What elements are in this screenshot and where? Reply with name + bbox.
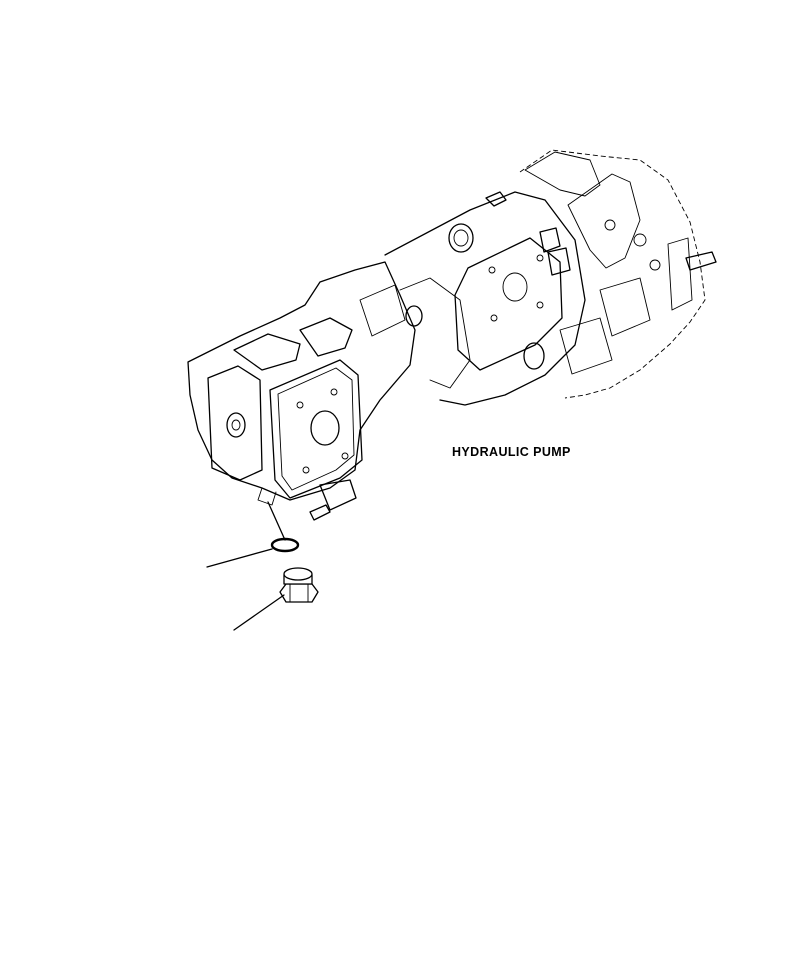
pump-middle-section xyxy=(384,191,586,406)
port-leader-line xyxy=(267,501,286,541)
pump-front-section xyxy=(187,261,423,521)
pump-rear-section xyxy=(519,149,717,399)
hydraulic-pump-illustration xyxy=(187,149,717,521)
hydraulic-pump-label: HYDRAULIC PUMP xyxy=(452,445,571,459)
plug xyxy=(279,567,319,603)
plug-leader-line xyxy=(233,594,285,631)
o-ring-leader-line xyxy=(206,548,273,568)
o-ring xyxy=(270,537,300,553)
